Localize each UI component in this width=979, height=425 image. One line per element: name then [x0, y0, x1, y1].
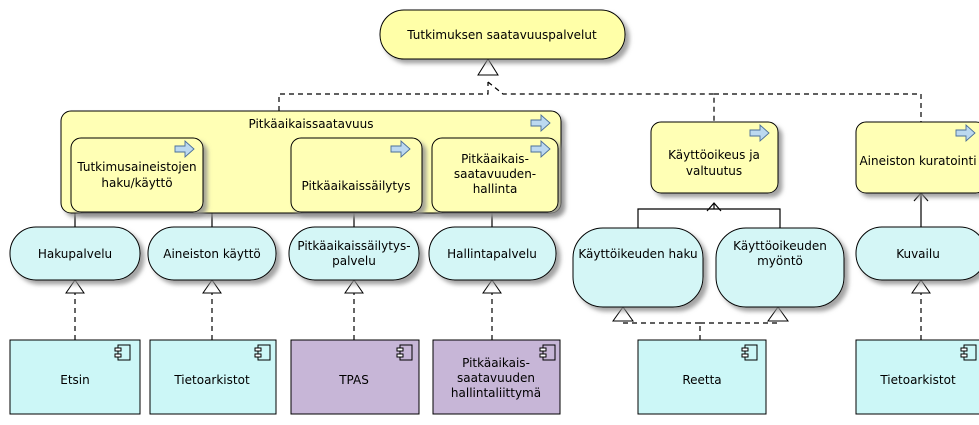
root-service-shape — [379, 9, 626, 60]
connectors — [65, 58, 931, 340]
component-tpas-label: TPAS — [338, 373, 369, 387]
component-icon — [114, 344, 131, 361]
service-kuvailu-label: Kuvailu — [896, 247, 940, 261]
function-search-use[interactable]: Tutkimusaineistojen haku/käyttö — [70, 137, 204, 213]
service-kayttooikeuden-myonto-line-1: Käyttöoikeuden — [733, 239, 827, 253]
component-tietoarkistot-2-label: Tietoarkistot — [879, 373, 956, 387]
function-access-rights-line-2: valtuutus — [686, 164, 742, 178]
component-tpas-shape — [290, 339, 420, 415]
function-access-rights-line-1: Käyttöoikeus ja — [668, 148, 760, 162]
component-reetta-label: Reetta — [682, 373, 721, 387]
function-preservation[interactable]: Pitkäaikaissäilytys — [290, 137, 423, 213]
service-hakupalvelu-label: Hakupalvelu — [38, 247, 112, 261]
root-service-label: Tutkimuksen saatavuuspalvelut — [406, 28, 597, 42]
realization-arrowhead-tpas — [344, 279, 364, 294]
service-kuvailu[interactable]: Kuvailu — [855, 226, 979, 281]
component-etsin-label: Etsin — [60, 373, 89, 387]
function-curation-shape — [855, 121, 979, 194]
service-sailytyspalvelu[interactable]: Pitkäaikaissäilytys- palvelu — [288, 226, 420, 281]
function-management[interactable]: Pitkäaikais- saatavuuden- hallinta — [431, 137, 559, 213]
root-business-service[interactable]: Tutkimuksen saatavuuspalvelut — [379, 9, 626, 60]
component-tietoarkistot-1[interactable]: Tietoarkistot — [149, 339, 277, 415]
realization-line-reetta — [623, 322, 778, 340]
realization-arrowhead-etsin — [65, 279, 85, 294]
service-kuvailu-shape — [855, 226, 979, 281]
component-tietoarkistot-1-label: Tietoarkistot — [173, 373, 250, 387]
service-hallintapalvelu-shape — [428, 226, 557, 281]
function-management-shape — [431, 137, 559, 213]
service-hakupalvelu[interactable]: Hakupalvelu — [9, 226, 141, 281]
realization-arrowhead-tietoarkistot2 — [911, 279, 931, 294]
function-management-line-2: saatavuuden- — [454, 167, 536, 181]
service-hallintapalvelu[interactable]: Hallintapalvelu — [428, 226, 557, 281]
arrow-right-icon — [955, 123, 976, 143]
arrow-right-icon — [174, 139, 195, 159]
component-hallintaliittyma-line-1: Pitkäaikais- — [462, 356, 530, 370]
component-hallintaliittyma[interactable]: Pitkäaikais- saatavuuden hallintaliittym… — [432, 339, 561, 415]
service-sailytyspalvelu-line-2: palvelu — [332, 254, 376, 268]
function-search-use-line-2: haku/käyttö — [101, 176, 172, 190]
realization-arrowhead-kayttooikeuden-haku — [612, 306, 634, 322]
function-preservation-shape — [290, 137, 423, 213]
serving-line-access — [637, 208, 781, 228]
service-aineiston-kaytto-label: Aineiston käyttö — [163, 247, 261, 261]
service-hakupalvelu-shape — [9, 226, 141, 281]
function-search-use-line-1: Tutkimusaineistojen — [76, 160, 196, 174]
function-preservation-line-1: Pitkäaikaissäilytys — [302, 179, 411, 193]
service-kayttooikeuden-myonto-line-2: myöntö — [757, 254, 803, 268]
function-search-use-shape — [70, 137, 204, 213]
component-tpas[interactable]: TPAS — [290, 339, 420, 415]
realization-arrowhead-tietoarkistot1 — [202, 279, 222, 294]
service-aineiston-kaytto[interactable]: Aineiston käyttö — [147, 226, 277, 281]
arrow-right-icon — [749, 123, 770, 143]
component-hallintaliittyma-line-2: saatavuuden — [457, 371, 535, 385]
service-kayttooikeuden-myonto[interactable]: Käyttöoikeuden myöntö — [715, 227, 845, 308]
service-kayttooikeuden-myonto-shape — [715, 227, 845, 308]
component-etsin[interactable]: Etsin — [9, 339, 141, 415]
component-icon — [741, 344, 758, 361]
function-curation[interactable]: Aineiston kuratointi — [855, 121, 979, 194]
component-tietoarkistot-1-shape — [149, 339, 277, 415]
realization-arrowhead-hallintaliittyma — [482, 279, 502, 294]
service-sailytyspalvelu-line-1: Pitkäaikaissäilytys- — [297, 239, 410, 253]
arrow-right-icon — [530, 113, 551, 133]
function-management-line-3: hallinta — [473, 182, 518, 196]
service-kayttooikeuden-haku-shape — [572, 227, 704, 308]
realization-line-group — [278, 82, 489, 111]
component-hallintaliittyma-line-3: hallintaliittymä — [451, 386, 541, 400]
serving-arrowhead-access — [706, 202, 722, 212]
component-reetta[interactable]: Reetta — [637, 339, 767, 415]
group-function-label: Pitkäaikaissaatavuus — [248, 117, 373, 131]
function-curation-line-1: Aineiston kuratointi — [859, 154, 976, 168]
service-kayttooikeuden-haku-label: Käyttöikeuden haku — [578, 247, 697, 261]
component-icon — [539, 344, 556, 361]
function-access-rights[interactable]: Käyttöoikeus ja valtuutus — [650, 121, 779, 194]
realization-line-access — [487, 81, 715, 122]
function-management-line-1: Pitkäaikais- — [461, 152, 529, 166]
service-aineiston-kaytto-shape — [147, 226, 277, 281]
service-hallintapalvelu-label: Hallintapalvelu — [447, 247, 537, 261]
arrow-right-icon — [390, 139, 411, 159]
realization-arrowhead-kayttooikeuden-myonto — [767, 306, 789, 322]
realization-arrowhead-root — [477, 58, 499, 76]
component-hallintaliittyma-shape — [432, 339, 561, 415]
component-tietoarkistot-2-shape — [855, 339, 979, 415]
component-icon — [396, 344, 413, 361]
arrow-right-icon — [530, 139, 551, 159]
component-icon — [254, 344, 271, 361]
component-icon — [960, 344, 977, 361]
service-kayttooikeuden-haku[interactable]: Käyttöikeuden haku — [572, 227, 704, 308]
function-access-rights-shape — [650, 121, 779, 194]
service-sailytyspalvelu-shape — [288, 226, 420, 281]
component-tietoarkistot-2[interactable]: Tietoarkistot — [855, 339, 979, 415]
realization-line-curation — [714, 93, 922, 122]
